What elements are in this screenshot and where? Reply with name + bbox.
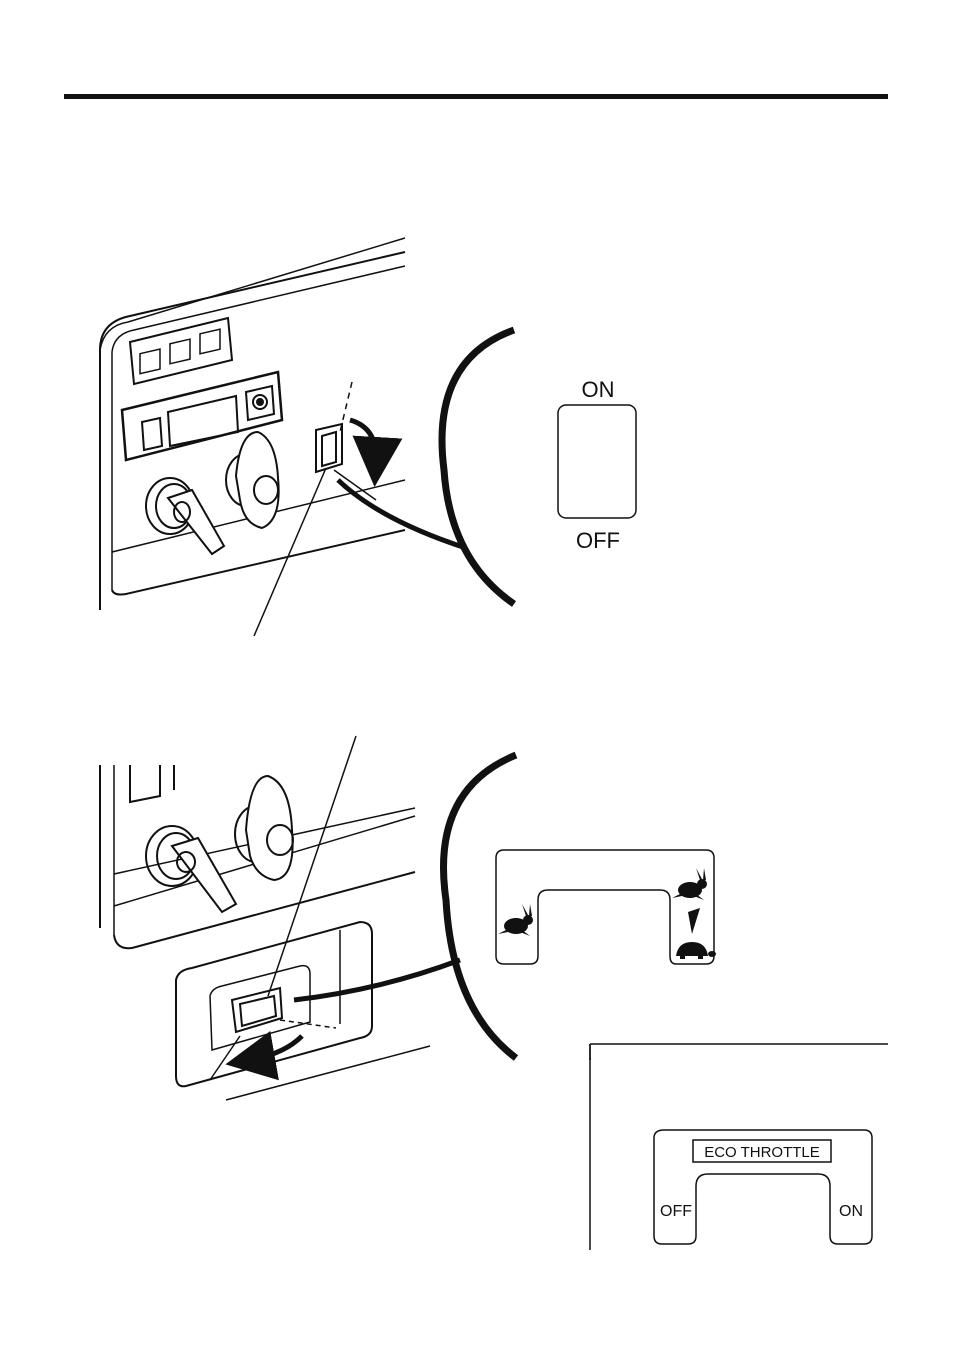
key-switch-lower — [146, 826, 236, 912]
switch-on-label: ON — [582, 377, 615, 402]
figure-control-panel-lower — [100, 736, 516, 1100]
arrow-down-icon — [688, 908, 700, 934]
zoom-connector-2 — [294, 960, 460, 1000]
switch-detail: ON OFF — [558, 377, 636, 553]
switch-detail-rocker — [558, 405, 636, 518]
eco-throttle-icon-plate — [496, 850, 716, 964]
magnifier-arc-2 — [443, 755, 516, 1058]
header-rule — [64, 94, 888, 99]
rabbit-icon-fast — [672, 868, 707, 900]
eco-throttle-switch-upper — [316, 424, 342, 472]
press-direction-arrow — [350, 420, 376, 462]
rabbit-icon — [498, 904, 533, 936]
choke-knob — [226, 432, 279, 528]
eco-throttle-switch-lower — [232, 988, 282, 1032]
choke-knob-lower — [235, 776, 293, 880]
tortoise-icon — [676, 942, 716, 959]
plate-off-label: OFF — [660, 1203, 692, 1220]
plate-on-label: ON — [839, 1203, 863, 1220]
magnifier-arc-1 — [442, 330, 514, 604]
figure-control-panel-upper — [100, 238, 514, 636]
eco-throttle-label-plate: ECO THROTTLE OFF ON — [654, 1130, 872, 1244]
plate-title: ECO THROTTLE — [704, 1144, 820, 1161]
key-switch — [146, 478, 224, 554]
switch-off-label: OFF — [576, 528, 620, 553]
